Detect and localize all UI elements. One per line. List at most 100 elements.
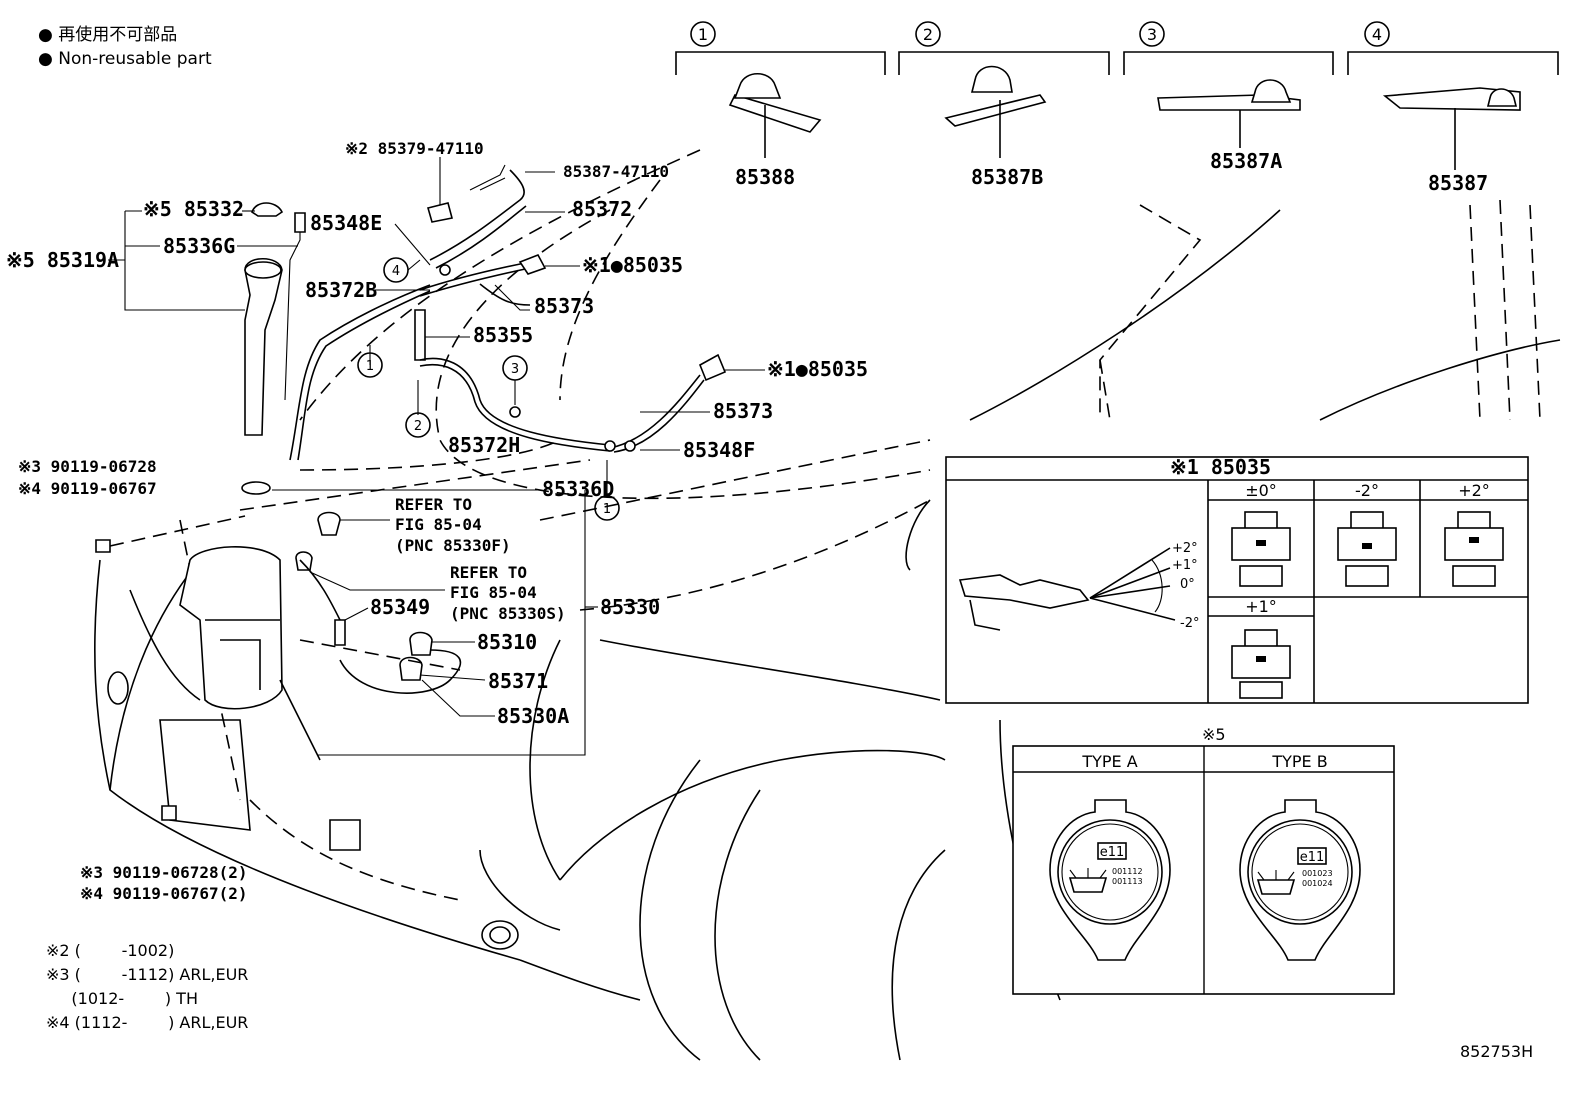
detail-1-part: 85388: [735, 165, 795, 189]
label-85373-mid: 85373: [713, 399, 773, 423]
label-85379: ※2 85379-47110: [345, 139, 484, 158]
nozzle-face-plus1: [1231, 629, 1291, 699]
label-85310: 85310: [477, 630, 537, 654]
footnote-2: ※3 ( -1112) ARL,EUR: [46, 965, 248, 984]
motor-85330F: [317, 511, 341, 536]
legend: ● 再使用不可部品 ● Non-reusable part: [38, 24, 212, 69]
refer2-line3: (PNC 85330S): [450, 604, 566, 623]
label-85348E: 85348E: [310, 211, 382, 235]
detail-2-part: 85387B: [971, 165, 1043, 189]
cap-box-title: ※5: [1202, 725, 1226, 744]
callout-4: 4: [392, 264, 400, 279]
level-gauge: [284, 215, 301, 401]
leader-lines: [108, 157, 765, 756]
refer1-line2: FIG 85-04: [395, 515, 482, 534]
pump-85310: [409, 631, 433, 656]
scale-plus2: +2°: [1172, 541, 1198, 556]
tank-body: [179, 546, 283, 710]
nozzle-detail-box: ※1 85035 ±0° -2° +2° +1°: [945, 455, 1529, 704]
refer1-line1: REFER TO: [395, 495, 472, 514]
angle-plus1: +1°: [1245, 597, 1277, 616]
callout-3: 3: [511, 362, 519, 377]
footnotes: ※2 ( -1002) ※3 ( -1112) ARL,EUR (1012- )…: [46, 941, 248, 1032]
detail-2-number: 2: [923, 25, 933, 44]
nozzle-side-view: +2° +1° 0° -2°: [958, 541, 1199, 631]
top-details: 1 85388 2 85387B 3 85387A: [675, 21, 1559, 195]
hose-assembly: [244, 164, 727, 461]
label-85348F: 85348F: [683, 438, 755, 462]
detail-3: 3 85387A: [1123, 21, 1334, 173]
label-90119-a2: ※4 90119-06767: [18, 479, 157, 498]
label-85387-47110: 85387-47110: [563, 162, 669, 181]
hose-85349: [334, 619, 346, 646]
label-85332: ※5 85332: [143, 197, 244, 221]
cap-b-code-2: 001024: [1302, 879, 1333, 888]
label-85371: 85371: [488, 669, 548, 693]
cap-a-badge: e11: [1100, 845, 1125, 860]
bolt-bottom: [161, 805, 177, 821]
label-85355: 85355: [473, 323, 533, 347]
detail-3-number: 3: [1147, 25, 1157, 44]
callouts: 4 1 2 3 1: [357, 257, 620, 521]
filler-neck: [244, 258, 283, 436]
detail-4-number: 4: [1372, 25, 1382, 44]
detail-4-part: 85387: [1428, 171, 1488, 195]
grommet: [241, 481, 271, 495]
scale-minus2: -2°: [1180, 616, 1199, 631]
footnote-1: ※2 ( -1002): [46, 941, 174, 960]
refer1-line3: (PNC 85330F): [395, 536, 511, 555]
label-85372: 85372: [572, 197, 632, 221]
label-85330: 85330: [600, 595, 660, 619]
footnote-4: ※4 (1112- ) ARL,EUR: [46, 1013, 248, 1032]
figure-code: 852753H: [1460, 1042, 1533, 1061]
nozzle-face-plus2: [1444, 511, 1504, 587]
cap-type-b: e11 001023 001024: [1239, 799, 1361, 961]
callout-2: 2: [414, 419, 422, 434]
label-90119-a1: ※3 90119-06728: [18, 457, 157, 476]
label-85035-mid: ※1●85035: [767, 357, 868, 381]
detail-1-number: 1: [698, 25, 708, 44]
angle-0: ±0°: [1245, 481, 1277, 500]
nozzle-face-0: [1231, 511, 1291, 587]
cap-b-badge: e11: [1300, 850, 1325, 865]
footnote-3: (1012- ) TH: [46, 989, 198, 1008]
car-body-outline: [94, 149, 1561, 1061]
scale-0: 0°: [1180, 577, 1195, 592]
callout-1-a: 1: [366, 359, 374, 374]
label-85336G: 85336G: [163, 234, 235, 258]
cap-a-code-1: 001112: [1112, 867, 1143, 876]
scale-plus1: +1°: [1172, 558, 1198, 573]
detail-2: 2 85387B: [898, 21, 1110, 189]
label-90119-b2: ※4 90119-06767(2): [80, 884, 248, 903]
label-85373-top: 85373: [534, 294, 594, 318]
washer-tank: [95, 459, 591, 821]
cap-type-b-label: TYPE B: [1271, 752, 1327, 771]
filler-cap: [251, 202, 284, 217]
part-labels: ※2 85379-47110 85387-47110 ※5 85332 8534…: [6, 139, 868, 903]
check-valve: [427, 202, 453, 223]
detail-4: 4 85387: [1347, 21, 1559, 195]
pump-85330A: [399, 656, 423, 681]
nozzle-face-minus2: [1337, 511, 1397, 587]
cap-type-a-label: TYPE A: [1081, 752, 1137, 771]
label-85336D: 85336D: [542, 477, 614, 501]
legend-jp: ● 再使用不可部品: [38, 24, 177, 45]
cap-a-code-2: 001113: [1112, 877, 1143, 886]
angle-plus2: +2°: [1458, 481, 1490, 500]
refer2-line2: FIG 85-04: [450, 583, 537, 602]
refer2-line1: REFER TO: [450, 563, 527, 582]
bolt-top: [95, 539, 111, 553]
cap-detail-box: ※5 TYPE A TYPE B e11 001112 001113 e11: [1012, 725, 1395, 995]
cap-type-a: e11 001112 001113: [1049, 799, 1171, 961]
label-85372B: 85372B: [305, 278, 377, 302]
label-85330A: 85330A: [497, 704, 569, 728]
cap-b-code-1: 001023: [1302, 869, 1333, 878]
label-85319A: ※5 85319A: [6, 248, 119, 272]
legend-en: ● Non-reusable part: [38, 49, 212, 69]
angle-minus2: -2°: [1355, 481, 1379, 500]
label-90119-b1: ※3 90119-06728(2): [80, 863, 248, 882]
label-85349: 85349: [370, 595, 430, 619]
detail-3-part: 85387A: [1210, 149, 1282, 173]
label-85035-top: ※1●85035: [582, 253, 683, 277]
